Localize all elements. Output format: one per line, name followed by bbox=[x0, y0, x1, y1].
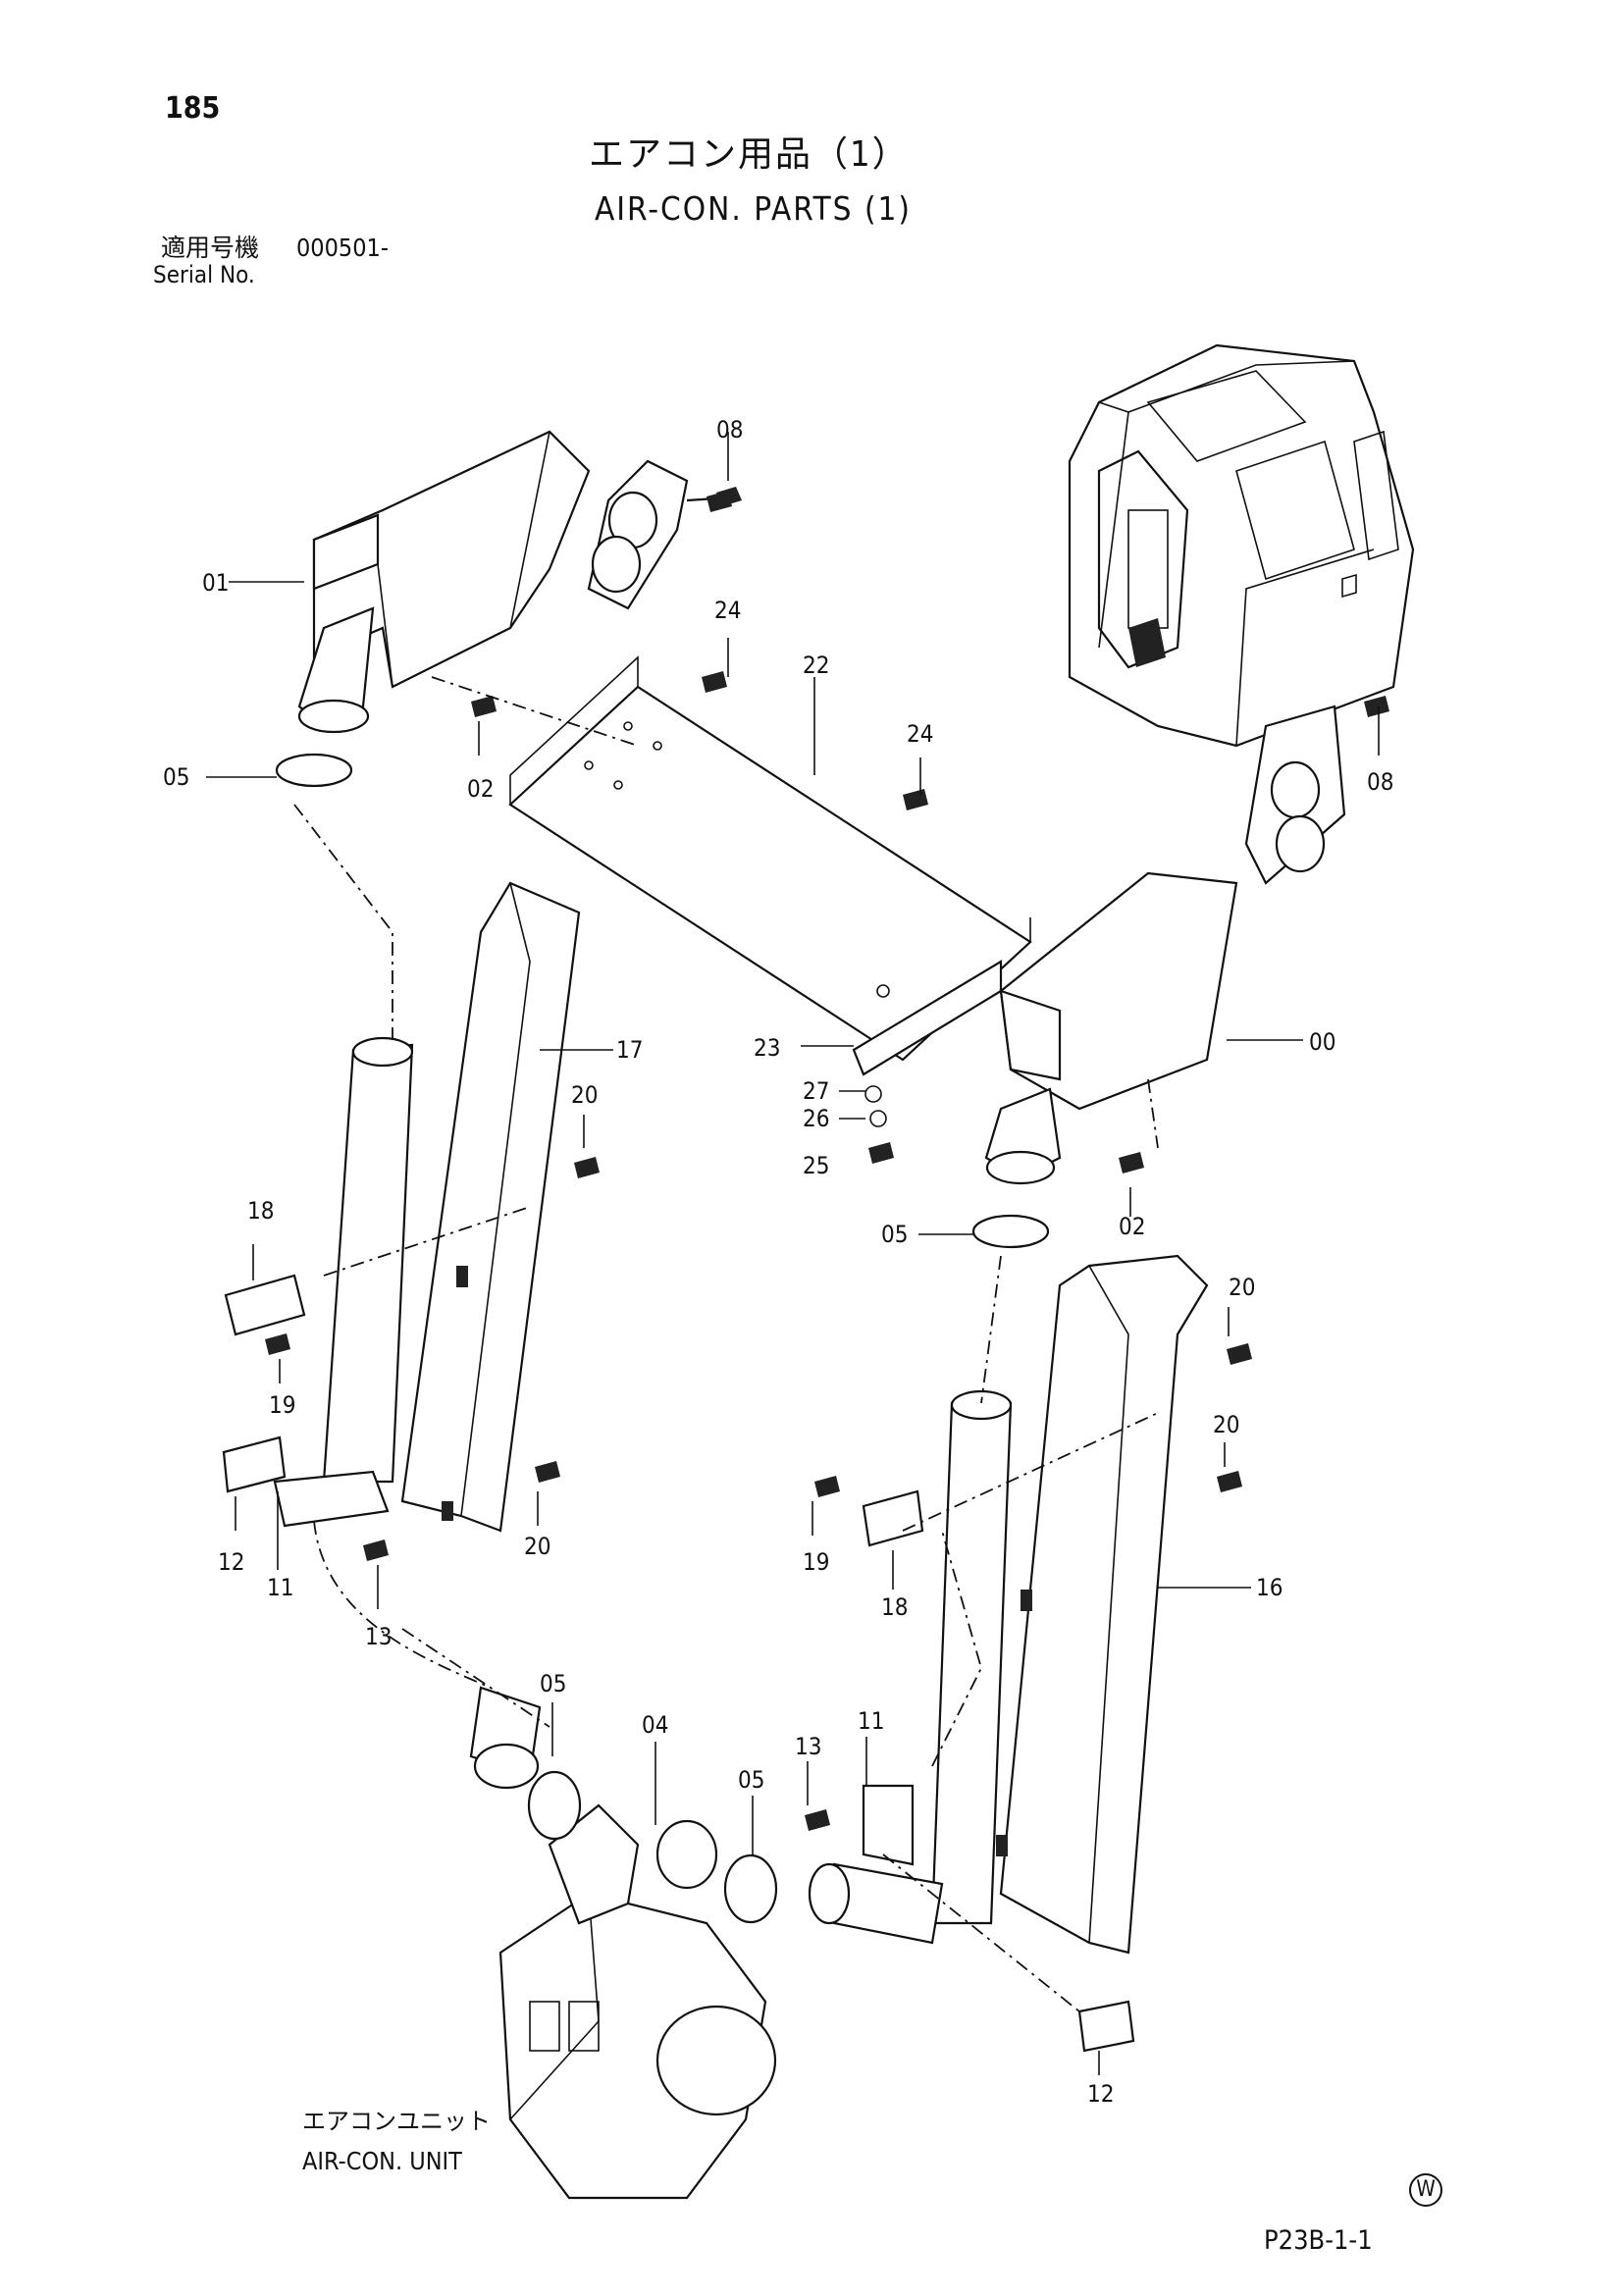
serial-number-value: 000501- bbox=[296, 234, 389, 262]
callout-22: 22 bbox=[803, 652, 829, 679]
serial-label-english: Serial No. bbox=[153, 261, 255, 288]
page-title-english: AIR-CON. PARTS (1) bbox=[595, 189, 912, 228]
callout-27: 27 bbox=[803, 1077, 829, 1105]
duct-right-00 bbox=[984, 704, 1346, 1185]
callout-24: 24 bbox=[714, 597, 741, 624]
callout-11: 11 bbox=[267, 1574, 293, 1601]
bolts bbox=[265, 491, 1389, 1831]
callout-17: 17 bbox=[616, 1036, 643, 1064]
vertical-duct-17 bbox=[400, 881, 581, 1533]
unit-label-japanese: エアコンユニット bbox=[302, 2108, 491, 2135]
callout-04: 04 bbox=[642, 1711, 668, 1739]
hose-left bbox=[313, 1036, 542, 1790]
callout-13: 13 bbox=[795, 1733, 821, 1760]
callout-20: 20 bbox=[1229, 1274, 1255, 1301]
callout-05: 05 bbox=[163, 763, 189, 791]
callout-12: 12 bbox=[218, 1548, 244, 1576]
page-number: 185 bbox=[165, 91, 221, 126]
louver-top bbox=[587, 459, 742, 610]
callout-19: 19 bbox=[269, 1391, 295, 1419]
callout-20: 20 bbox=[571, 1081, 598, 1109]
callout-00: 00 bbox=[1309, 1028, 1335, 1056]
callout-05: 05 bbox=[738, 1766, 764, 1794]
page-code: P23B-1-1 bbox=[1264, 2225, 1373, 2256]
hose-clamps bbox=[275, 753, 1050, 1924]
callout-26: 26 bbox=[803, 1105, 829, 1132]
bracket-plate-22 bbox=[508, 655, 1032, 1076]
page-title-japanese: エアコン用品（1） bbox=[589, 134, 910, 175]
cab-illustration bbox=[1068, 343, 1415, 748]
air-con-unit bbox=[498, 1803, 777, 2200]
callout-19: 19 bbox=[803, 1548, 829, 1576]
callout-20: 20 bbox=[524, 1533, 550, 1560]
callout-25: 25 bbox=[803, 1152, 829, 1179]
leader-lines bbox=[206, 432, 1380, 2075]
callout-24: 24 bbox=[907, 720, 933, 748]
callout-18: 18 bbox=[881, 1593, 908, 1621]
serial-label-japanese: 適用号機 bbox=[161, 234, 260, 262]
callout-08: 08 bbox=[716, 416, 743, 444]
callout-08: 08 bbox=[1367, 768, 1393, 796]
callout-labels: 01 08 24 22 24 02 05 08 00 17 23 27 26 2… bbox=[163, 416, 1393, 2108]
callout-12: 12 bbox=[1087, 2080, 1114, 2108]
duct-left-01 bbox=[297, 430, 591, 734]
callout-18: 18 bbox=[247, 1197, 274, 1225]
callout-11: 11 bbox=[858, 1707, 884, 1735]
small-brackets bbox=[222, 1274, 1135, 2053]
unit-label-english: AIR-CON. UNIT bbox=[302, 2147, 462, 2175]
callout-20: 20 bbox=[1213, 1411, 1239, 1438]
callout-16: 16 bbox=[1256, 1574, 1283, 1601]
callout-05: 05 bbox=[881, 1221, 908, 1248]
callout-05: 05 bbox=[540, 1670, 566, 1697]
callout-01: 01 bbox=[202, 569, 229, 597]
callout-23: 23 bbox=[754, 1034, 780, 1062]
callout-02: 02 bbox=[1119, 1213, 1145, 1240]
callout-13: 13 bbox=[365, 1623, 392, 1650]
w-mark-icon: W bbox=[1409, 2173, 1442, 2207]
hose-right bbox=[808, 1389, 1013, 1945]
callout-02: 02 bbox=[467, 775, 494, 803]
vertical-duct-16 bbox=[996, 1254, 1209, 1955]
